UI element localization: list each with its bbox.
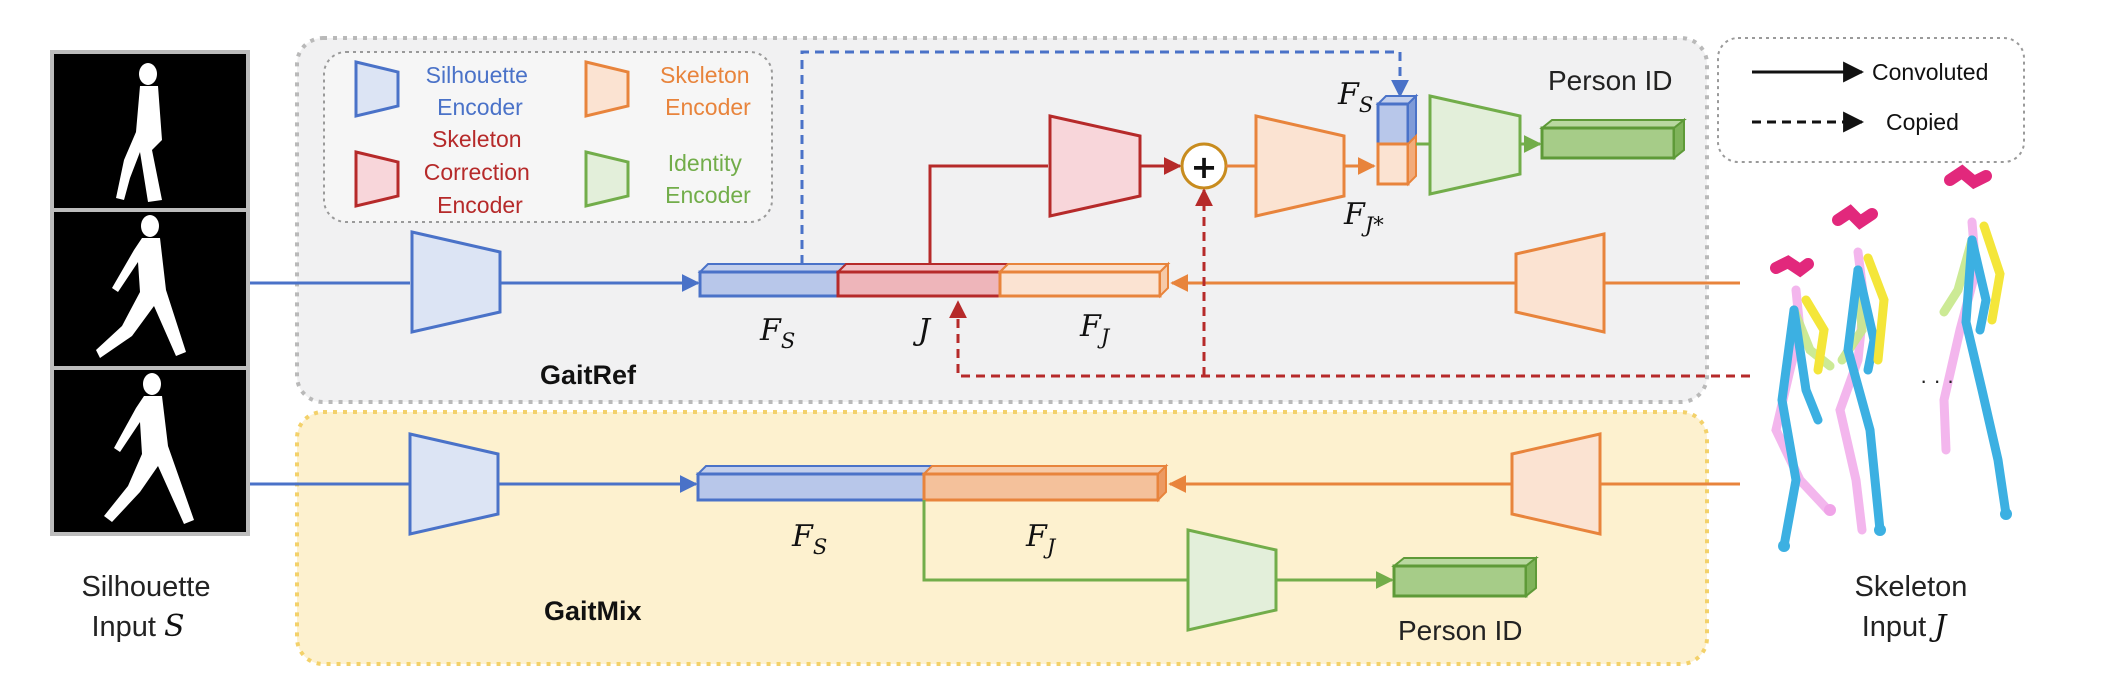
gaitref-fs-label: FS: [759, 313, 795, 353]
identity-encoder-legend-icon: [584, 150, 630, 208]
silhouette-encoder-legend-icon: [354, 60, 400, 118]
gaitmix-panel: [295, 410, 1709, 666]
skeleton-correction-encoder-legend-label: Skeleton Correction Encoder: [424, 126, 537, 218]
skeleton-figure-2: [1832, 204, 1889, 536]
gaitref-identity-encoder: [1428, 94, 1522, 196]
silhouette-input: [50, 50, 250, 536]
gaitref-person-id-label: Person ID: [1548, 65, 1673, 96]
skeleton-encoder-legend-label: Skeleton Encoder: [660, 62, 756, 120]
encoder-legend-box: [323, 51, 773, 223]
skeleton-encoder-legend-icon: [584, 60, 630, 118]
gaitmix-title: GaitMix: [544, 596, 642, 626]
gaitref-fused-feature: [1375, 93, 1419, 187]
gaitref-fj-label: FJ: [1079, 309, 1111, 349]
gaitmix-person-id-label: Person ID: [1398, 615, 1523, 646]
walking-silhouette-2: [96, 215, 186, 358]
gaitmix-fj-label: FJ: [1025, 519, 1057, 559]
gaitref-plus-sign: +: [1191, 148, 1218, 186]
gaitref-copied-skeleton-arrow: [949, 300, 1750, 378]
gaitref-copied-silhouette-arrow: [800, 50, 1409, 264]
gaitref-skeleton-encoder: [1514, 232, 1606, 334]
gaitref-refined-skeleton-encoder: [1254, 114, 1346, 218]
skeleton-figure-1: [1770, 255, 1836, 552]
gaitmix-person-id-vector: [1391, 555, 1539, 599]
identity-encoder-legend-label: Identity Encoder: [665, 150, 751, 208]
skeleton-figure-3: [1939, 164, 2012, 520]
gaitref-feature-bar: [697, 261, 1171, 299]
arrow-legend-box: [1717, 37, 2025, 163]
copied-label: Copied: [1886, 109, 1959, 135]
gaitref-silhouette-encoder: [410, 230, 502, 334]
walking-silhouette-1: [116, 63, 162, 202]
silhouette-encoder-legend-label: Silhouette Encoder: [426, 62, 535, 120]
silhouette-input-label: Silhouette Input S: [81, 571, 218, 644]
gaitref-skeleton-correction-encoder: [1048, 114, 1142, 218]
gaitmix-feature-bar: [695, 463, 1169, 503]
gaitmix-fs-label: FS: [791, 519, 827, 559]
gaitmix-skeleton-encoder: [1510, 432, 1602, 536]
skeleton-input-label: Skeleton Input J: [1855, 571, 1976, 644]
gaitref-person-id-vector: [1539, 117, 1687, 161]
gaitref-j-to-correction-arrow: [928, 164, 1048, 264]
gaitmix-identity-encoder: [1186, 528, 1278, 632]
skeleton-ellipsis: · · ·: [1920, 368, 1954, 393]
gaitmix-silhouette-encoder: [408, 432, 500, 536]
convoluted-label: Convoluted: [1872, 59, 1988, 85]
gaitref-title: GaitRef: [540, 360, 637, 390]
walking-silhouette-3: [104, 373, 194, 524]
gaitref-fjstar-label: FJ*: [1343, 197, 1384, 237]
skeleton-correction-encoder-legend-icon: [354, 150, 400, 208]
skeleton-input: [1770, 164, 2012, 552]
gaitmix-feature-to-identity-line: [922, 500, 1188, 582]
gaitref-fs-top-label: FS: [1337, 77, 1373, 117]
